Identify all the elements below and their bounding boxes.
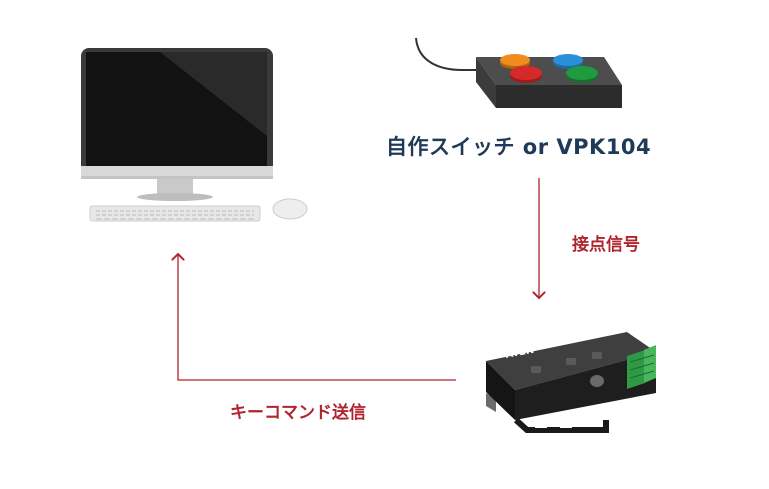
aten-converter-icon — [486, 332, 656, 433]
converter-brand-label: ATEN — [504, 345, 535, 361]
mouse-icon — [272, 198, 308, 220]
key-command-label: キーコマンド送信 — [230, 403, 366, 423]
key-command-arrow — [178, 254, 456, 381]
switch-device-label: 自作スイッチ or VPK104 — [386, 135, 652, 159]
contact-signal-label: 接点信号 — [572, 235, 640, 255]
desktop-monitor-icon — [81, 48, 273, 201]
keyboard-icon — [89, 205, 261, 222]
four-button-switch-icon — [415, 37, 622, 108]
